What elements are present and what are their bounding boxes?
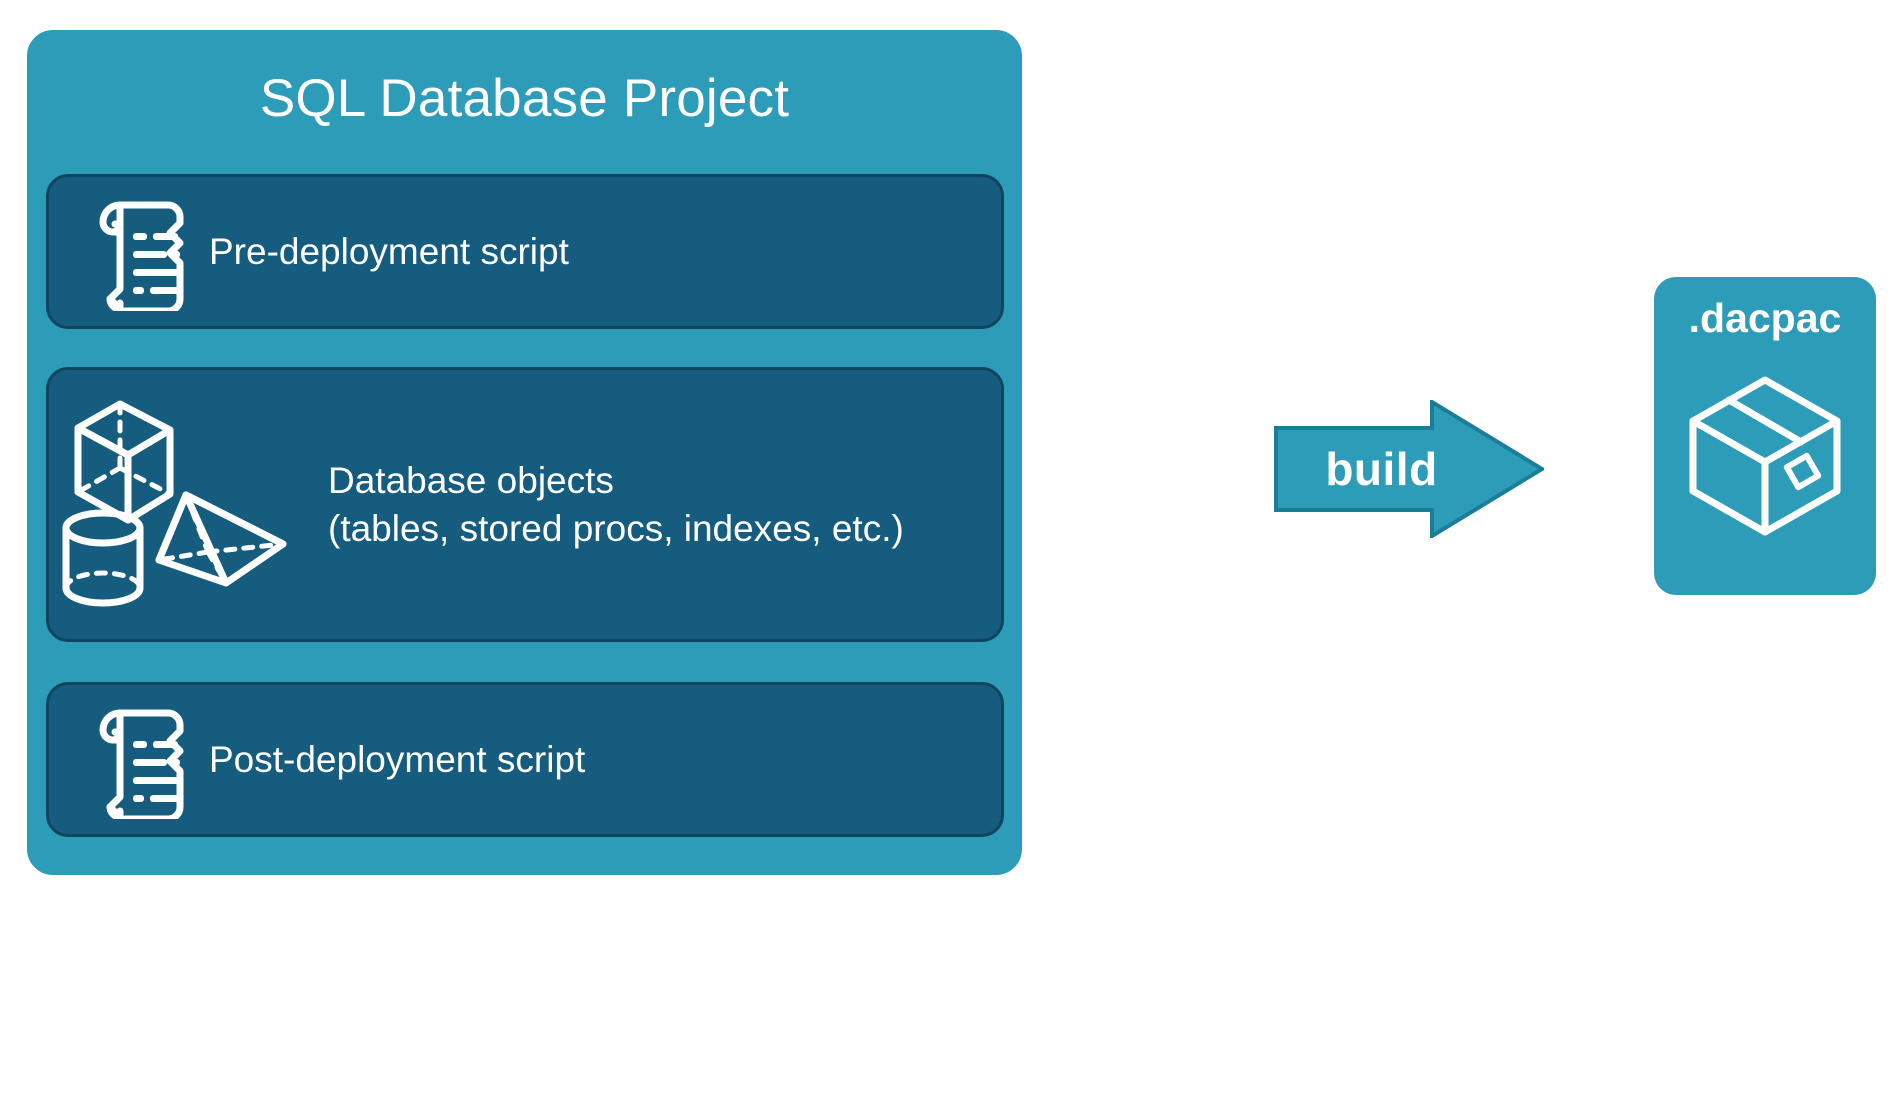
build-arrow bbox=[1274, 400, 1544, 538]
card-pre-deployment-script[interactable]: Pre-deployment script bbox=[46, 174, 1004, 329]
dacpac-output-box[interactable]: .dacpac bbox=[1654, 277, 1876, 595]
card-label-post-deployment-script: Post-deployment script bbox=[209, 738, 586, 780]
right-arrow-icon bbox=[1274, 400, 1544, 538]
package-box-icon bbox=[1685, 372, 1845, 540]
scroll-icon bbox=[59, 701, 209, 819]
scroll-icon bbox=[59, 193, 209, 311]
card-label-pre-deployment-script: Pre-deployment script bbox=[209, 230, 569, 272]
3d-shapes-icon bbox=[55, 392, 310, 617]
card-database-objects[interactable]: Database objects (tables, stored procs, … bbox=[46, 367, 1004, 642]
card-label-database-objects: Database objects (tables, stored procs, … bbox=[328, 460, 904, 549]
card-post-deployment-script[interactable]: Post-deployment script bbox=[46, 682, 1004, 837]
dacpac-label: .dacpac bbox=[1688, 295, 1842, 341]
sql-database-project-container: SQL Database Project bbox=[27, 30, 1022, 875]
page-title: SQL Database Project bbox=[259, 69, 790, 128]
